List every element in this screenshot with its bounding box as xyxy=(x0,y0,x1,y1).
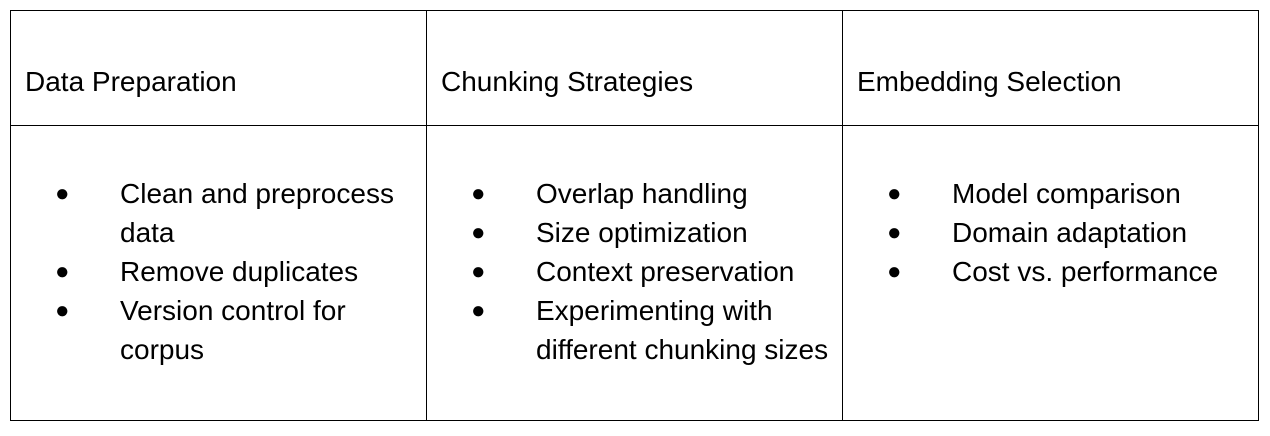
bullet-icon: ● xyxy=(887,219,902,246)
list-item: ● Size optimization xyxy=(427,213,842,252)
cell-chunking-strategies: ● Overlap handling ● Size optimization ●… xyxy=(426,125,843,421)
list-item-text: Experimenting with different chunking si… xyxy=(536,295,829,365)
list-item-text: Overlap handling xyxy=(536,178,748,209)
list-item: ● Version control for corpus xyxy=(11,291,426,369)
bullet-list: ● Model comparison ● Domain adaptation ●… xyxy=(843,174,1258,291)
list-item-text: Model comparison xyxy=(952,178,1181,209)
bullet-icon: ● xyxy=(471,219,486,246)
cell-data-preparation: ● Clean and preprocess data ● Remove dup… xyxy=(10,125,427,421)
list-item-text: Version control for corpus xyxy=(120,295,346,365)
bullet-icon: ● xyxy=(887,258,902,285)
list-item: ● Clean and preprocess data xyxy=(11,174,426,252)
bullet-list: ● Clean and preprocess data ● Remove dup… xyxy=(11,174,426,369)
cell-embedding-selection: ● Model comparison ● Domain adaptation ●… xyxy=(842,125,1259,421)
bullet-icon: ● xyxy=(55,180,70,207)
bullet-icon: ● xyxy=(55,258,70,285)
list-item: ● Overlap handling xyxy=(427,174,842,213)
bullet-icon: ● xyxy=(471,258,486,285)
header-embedding-selection: Embedding Selection xyxy=(842,10,1259,126)
bullet-icon: ● xyxy=(887,180,902,207)
list-item: ● Model comparison xyxy=(843,174,1258,213)
list-item: ● Experimenting with different chunking … xyxy=(427,291,842,369)
list-item-text: Context preservation xyxy=(536,256,795,287)
list-item-text: Size optimization xyxy=(536,217,748,248)
rag-pipeline-table: Data Preparation Chunking Strategies Emb… xyxy=(10,10,1259,421)
bullet-icon: ● xyxy=(471,180,486,207)
list-item: ● Context preservation xyxy=(427,252,842,291)
list-item: ● Cost vs. performance xyxy=(843,252,1258,291)
list-item-text: Clean and preprocess data xyxy=(120,178,394,248)
list-item-text: Domain adaptation xyxy=(952,217,1188,248)
list-item: ● Remove duplicates xyxy=(11,252,426,291)
bullet-icon: ● xyxy=(471,297,486,324)
bullet-list: ● Overlap handling ● Size optimization ●… xyxy=(427,174,842,369)
list-item-text: Remove duplicates xyxy=(120,256,359,287)
header-chunking-strategies: Chunking Strategies xyxy=(426,10,843,126)
list-item-text: Cost vs. performance xyxy=(952,256,1219,287)
content-row: ● Clean and preprocess data ● Remove dup… xyxy=(10,125,1259,421)
header-data-preparation: Data Preparation xyxy=(10,10,427,126)
list-item: ● Domain adaptation xyxy=(843,213,1258,252)
bullet-icon: ● xyxy=(55,297,70,324)
header-row: Data Preparation Chunking Strategies Emb… xyxy=(10,10,1259,126)
